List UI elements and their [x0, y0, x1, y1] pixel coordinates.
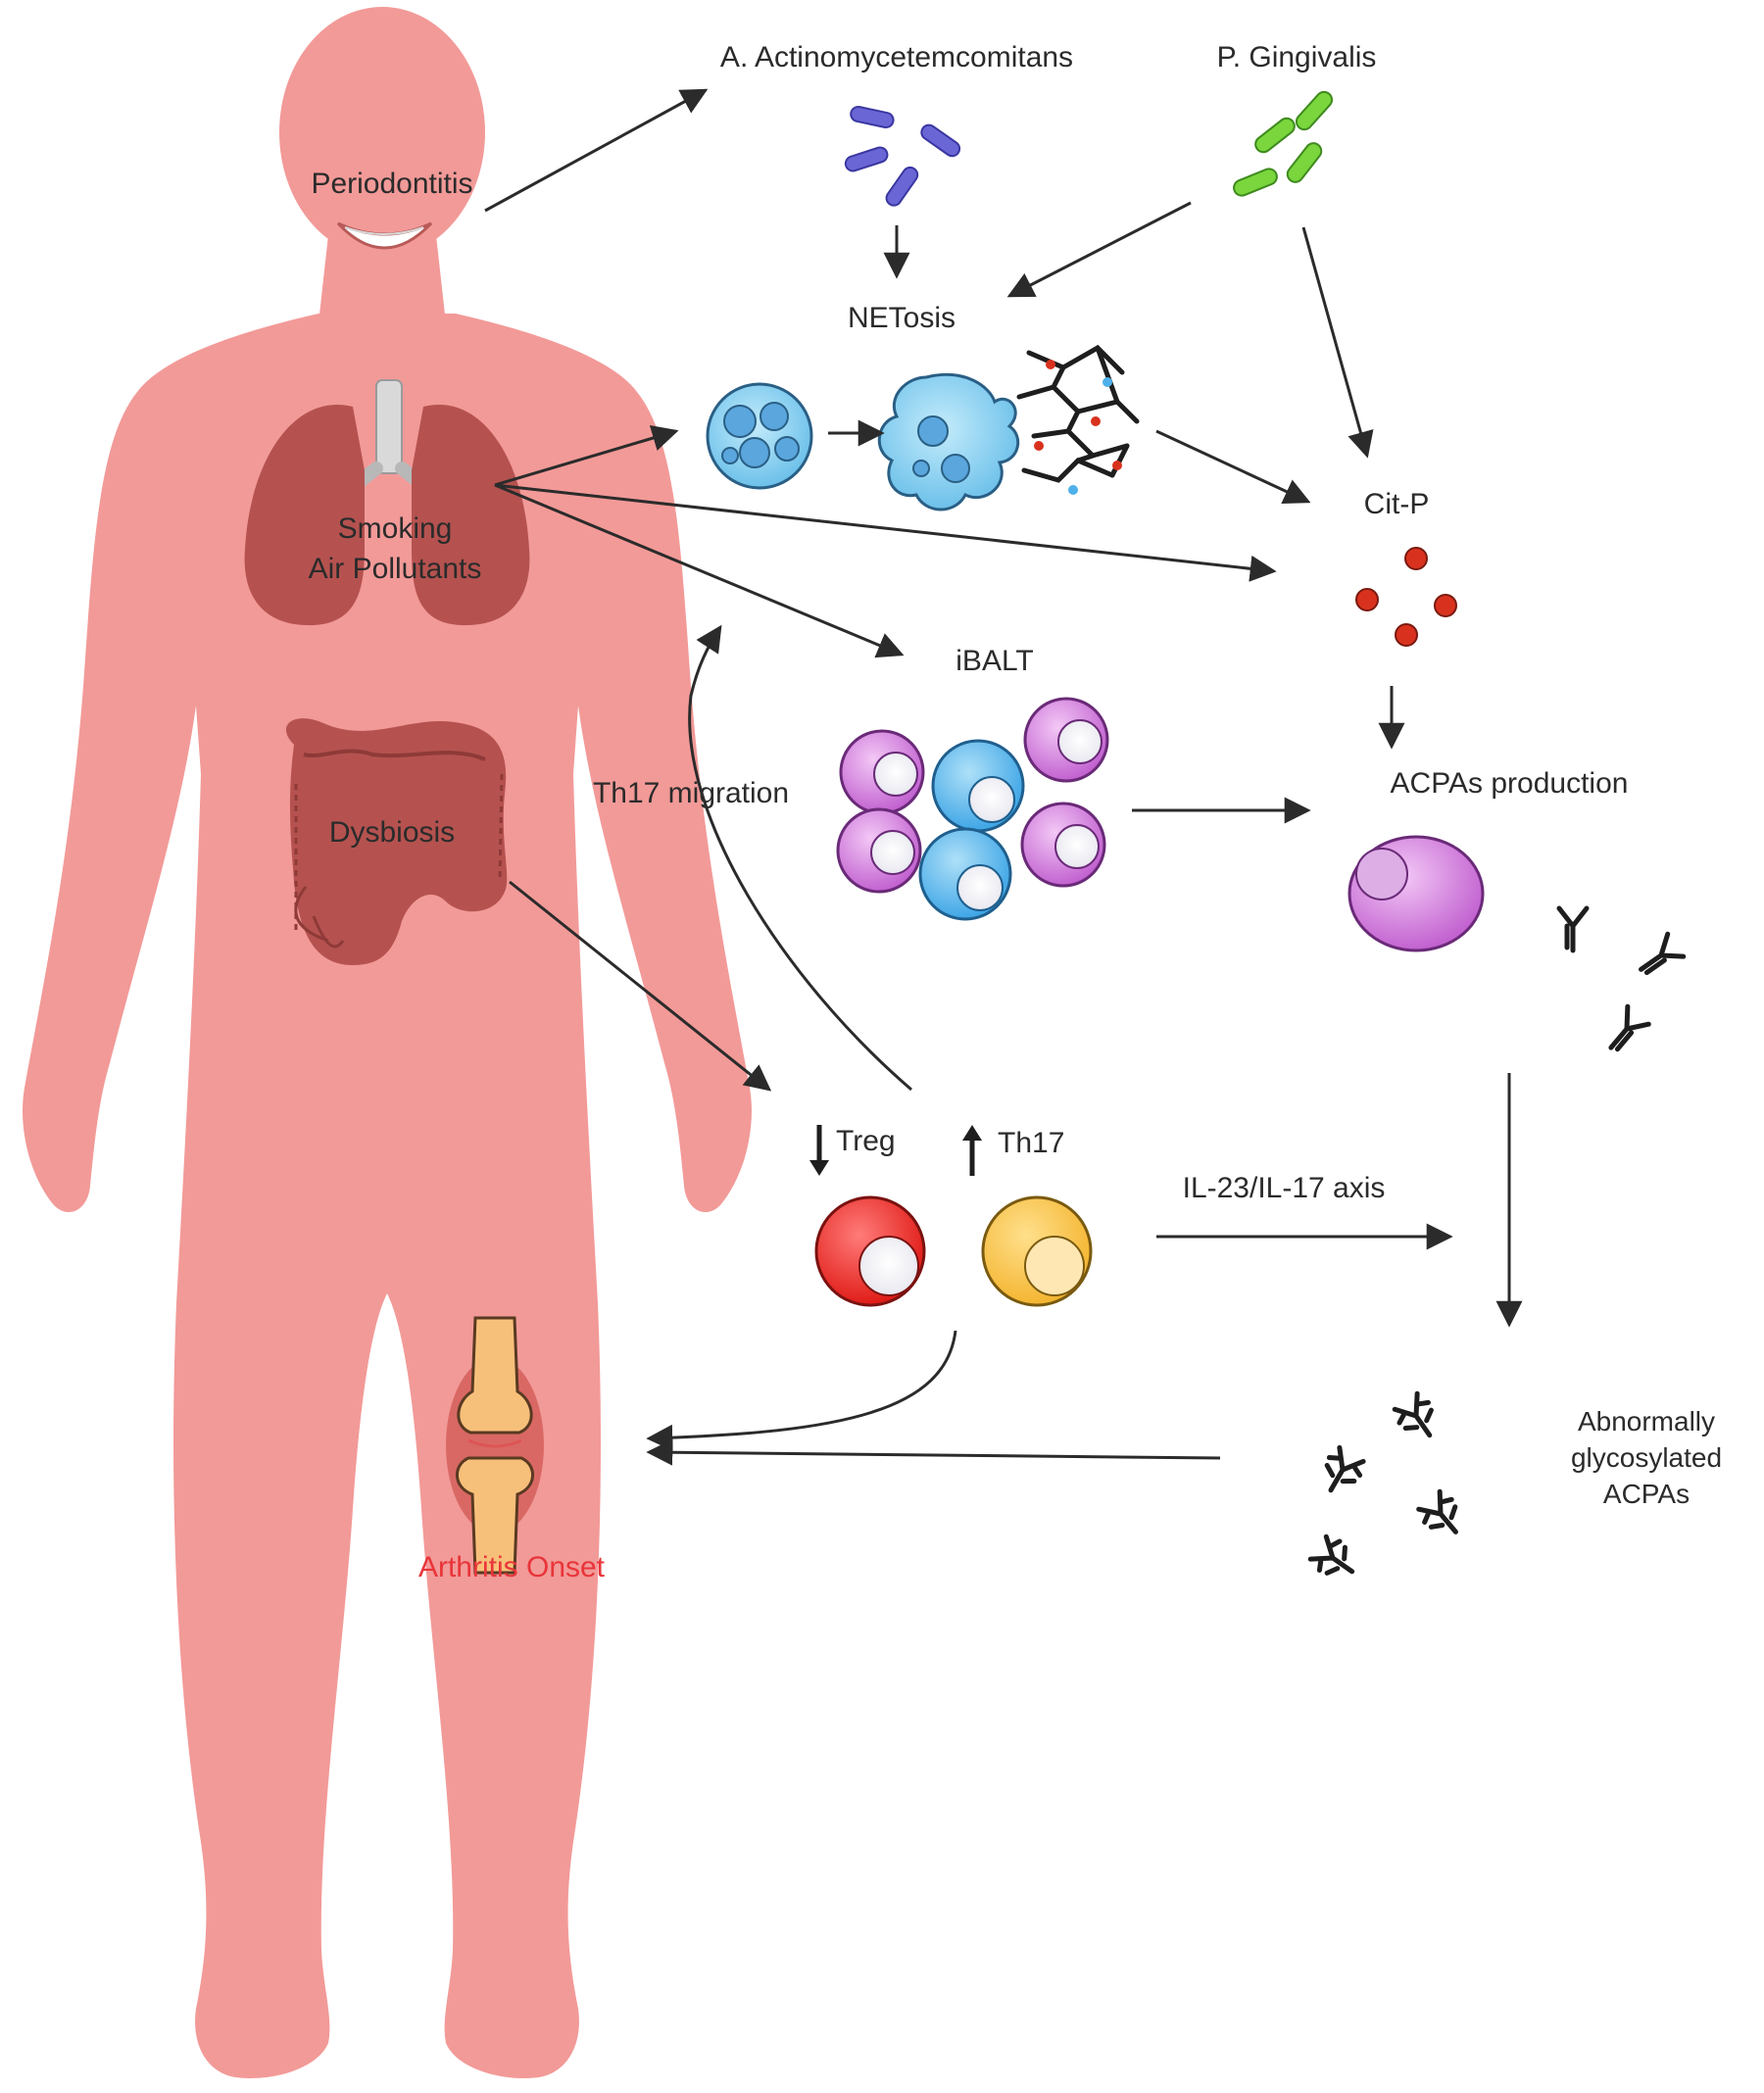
ibalt-cell-cluster-icon: [836, 697, 1109, 921]
arrow-net-to-citp: [1155, 429, 1311, 505]
treg-cell-icon: [814, 1195, 926, 1307]
neutrophil-cell-icon: [706, 382, 813, 490]
aa-bacteria-icon: [844, 105, 961, 207]
arrow-th17-migration: [688, 624, 912, 1092]
arrow-glycosylated-to-arthritis: [646, 1438, 1221, 1466]
arrow-dysbiosis-to-treg: [509, 880, 772, 1092]
pg-label: P. Gingivalis: [1216, 41, 1377, 73]
dysbiosis-label: Dysbiosis: [328, 816, 456, 849]
citp-label: Cit-P: [1363, 488, 1430, 520]
ibalt-label: iBALT: [956, 645, 1034, 677]
lungs-icon: [244, 379, 530, 626]
netting-neutrophil-icon: [877, 372, 1020, 511]
air-pollutants-label: Air Pollutants: [308, 553, 482, 585]
antibody-icons: [1556, 905, 1687, 1052]
up-arrow-icon: [962, 1125, 982, 1176]
arrow-lungs-to-citp: [494, 483, 1277, 582]
arrow-periodontitis-to-aa: [484, 88, 709, 213]
glycosylated-acpas-icons: [1307, 1390, 1458, 1576]
acpas-production-label: ACPAs production: [1390, 767, 1629, 800]
arrow-pg-to-netosis: [1006, 201, 1192, 298]
intestines-icon: [285, 718, 508, 965]
human-body-silhouette: [23, 7, 752, 2078]
neutrophil-extracellular-traps-icon: [1016, 344, 1140, 495]
knee-joint-icon: [446, 1316, 544, 1575]
arrow-lungs-to-neutrophil: [494, 424, 679, 487]
th17-cell-icon: [981, 1195, 1093, 1307]
aa-label: A. Actinomycetemcomitans: [719, 41, 1074, 73]
treg-label: Treg: [836, 1125, 896, 1157]
smoking-label: Smoking: [337, 512, 453, 545]
abnormally-glycosylated-line3: ACPAs: [1602, 1479, 1690, 1509]
il-axis-label: IL-23/IL-17 axis: [1182, 1172, 1386, 1204]
plasma-cell-icon: [1348, 835, 1485, 952]
periodontitis-label: Periodontitis: [311, 168, 473, 200]
mouth-teeth-icon: [336, 221, 433, 250]
pg-bacteria-icon: [1233, 90, 1334, 197]
arrow-lungs-to-ibalt: [494, 483, 905, 658]
netosis-label: NETosis: [847, 302, 956, 334]
pathway-arrows: [484, 88, 1523, 1466]
abnormally-glycosylated-line2: glycosylated: [1570, 1442, 1723, 1473]
citrullinated-peptide-dots-icon: [1355, 547, 1457, 647]
arrow-th17-to-arthritis: [646, 1330, 957, 1451]
down-arrow-icon: [809, 1125, 829, 1176]
arthritis-onset-label: Arthritis Onset: [417, 1551, 606, 1583]
arrow-pg-to-citp: [1301, 226, 1374, 459]
th17-migration-label: Th17 migration: [592, 777, 790, 809]
th17-label: Th17: [998, 1127, 1065, 1159]
abnormally-glycosylated-line1: Abnormally: [1577, 1406, 1716, 1436]
